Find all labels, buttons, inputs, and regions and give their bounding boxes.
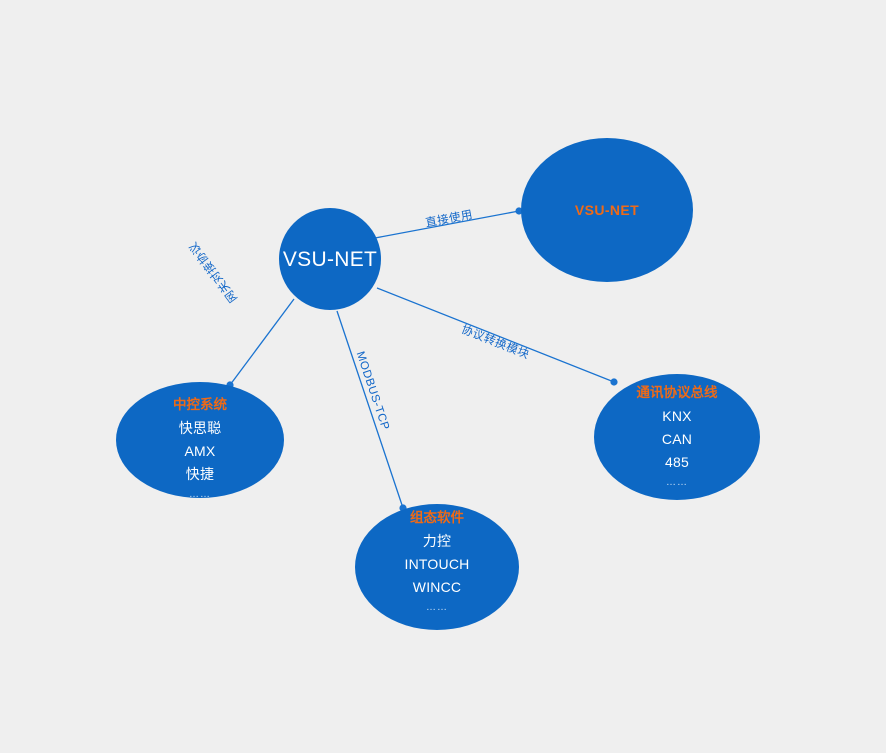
- edge-protocol-converter[interactable]: [376, 287, 615, 383]
- node-hub-vsu-net[interactable]: [279, 208, 381, 310]
- node-protocol-bus[interactable]: [594, 374, 760, 500]
- node-scada-software[interactable]: [355, 504, 519, 630]
- edge-direct-use-endpoint-dot: [515, 207, 523, 215]
- node-control-system[interactable]: [116, 382, 284, 498]
- edge-modbus-tcp[interactable]: [336, 310, 404, 509]
- edge-direct-use[interactable]: [374, 210, 520, 239]
- node-group: [116, 138, 760, 630]
- edge-gateway-protocol[interactable]: [229, 298, 295, 386]
- edge-group: [226, 207, 618, 512]
- edge-protocol-converter-endpoint-dot: [610, 378, 618, 386]
- node-direct-vsu-net[interactable]: [521, 138, 693, 282]
